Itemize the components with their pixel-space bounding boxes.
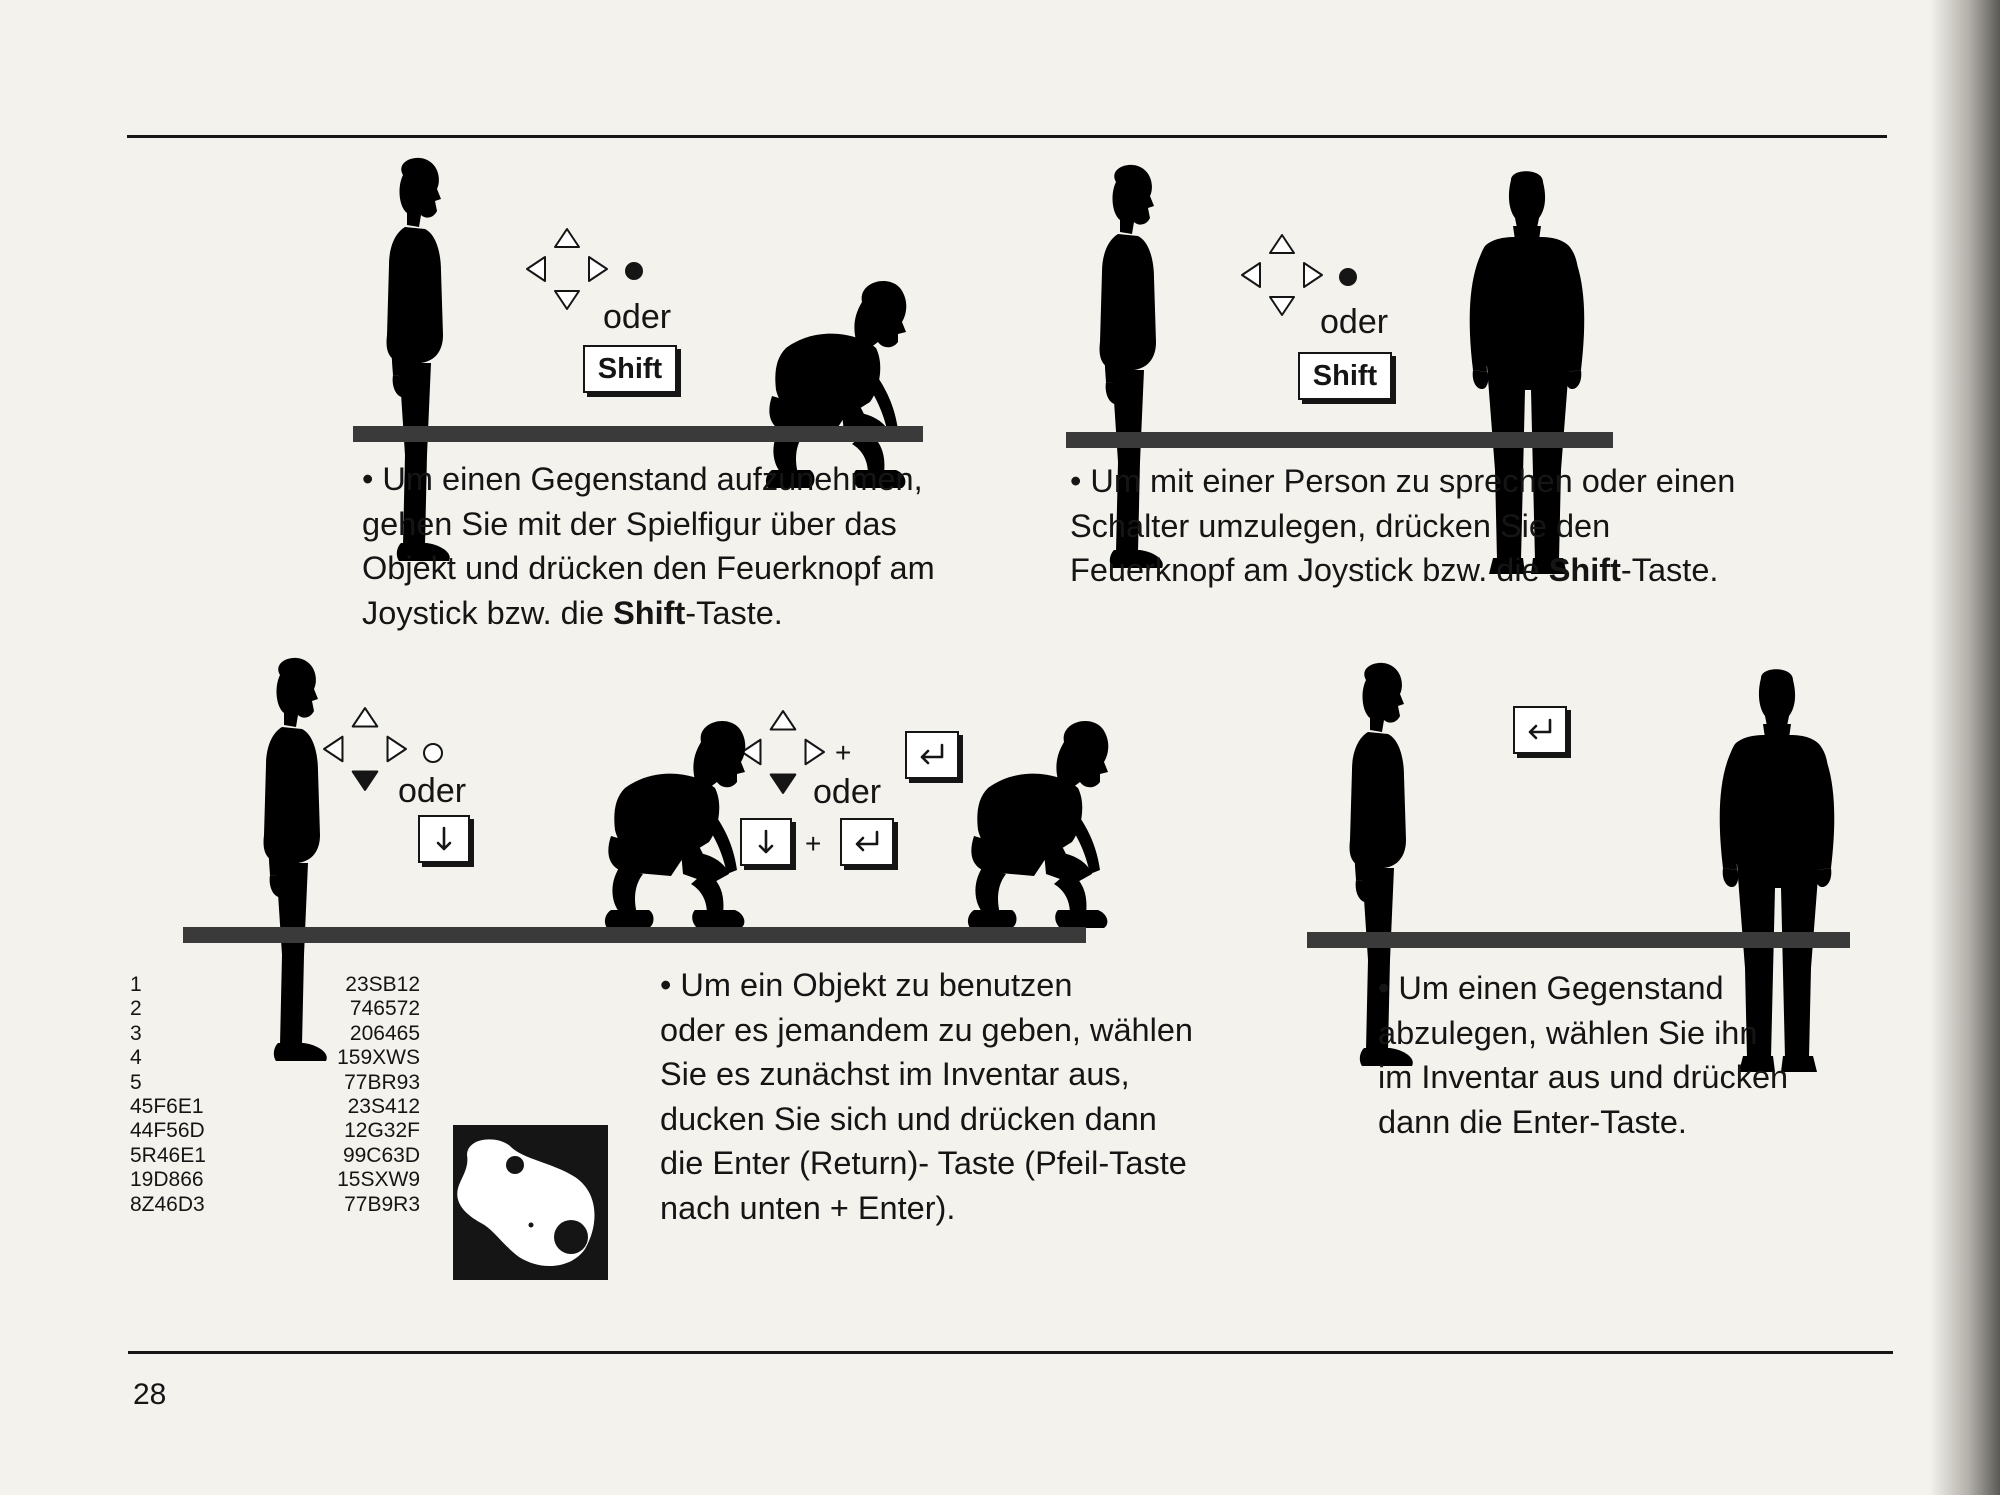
dpad-arrows-icon (525, 227, 609, 311)
enter-key-icon (1528, 718, 1552, 740)
or-label: oder (1320, 303, 1389, 341)
arrow-down-key (418, 815, 470, 863)
floor-bar (353, 426, 923, 442)
crouching-figure (585, 718, 755, 933)
use-instruction: • Um ein Objekt zu benutzen oder es jema… (660, 967, 1193, 1226)
floor-bar (1066, 432, 1613, 448)
fire-button-outline-icon (423, 743, 443, 763)
or-label: oder (813, 773, 882, 811)
shift-key-label: Shift (597, 352, 663, 385)
talk-instruction: • Um mit einer Person zu sprechen oder e… (1070, 463, 1736, 588)
arrow-down-key-icon (758, 829, 774, 854)
or-label: oder (603, 298, 672, 336)
shift-key: Shift (583, 345, 677, 393)
floor-bar (183, 927, 1086, 943)
enter-key-icon (855, 830, 879, 852)
drop-instruction: • Um einen Gegenstand abzulegen, wählen … (1378, 970, 1789, 1140)
dpad-arrows-icon (740, 709, 826, 795)
top-rule (127, 135, 1887, 138)
fire-button-icon (1339, 268, 1357, 286)
enter-key (840, 818, 894, 866)
page-edge-shadow (1930, 0, 2000, 1495)
emblem-logo (453, 1125, 608, 1280)
shift-key-label: Shift (1312, 359, 1378, 392)
crouching-figure (948, 718, 1118, 933)
enter-key-icon (920, 743, 944, 765)
fire-button-icon (625, 262, 643, 280)
enter-key (905, 731, 959, 779)
shift-key: Shift (1298, 352, 1392, 400)
page-number: 28 (133, 1378, 167, 1411)
arrow-down-key (740, 818, 792, 866)
pickup-instruction: • Um einen Gegenstand aufzunehmen, gehen… (362, 461, 935, 631)
enter-key (1513, 706, 1567, 754)
arrow-down-key-icon (436, 826, 452, 851)
plus-label: + (805, 828, 822, 859)
floor-bar (1307, 932, 1850, 948)
plus-label: + (835, 737, 852, 768)
dpad-arrows-icon (1240, 233, 1324, 317)
bottom-rule (128, 1351, 1893, 1354)
or-label: oder (398, 772, 467, 810)
dpad-arrows-icon (322, 706, 408, 792)
